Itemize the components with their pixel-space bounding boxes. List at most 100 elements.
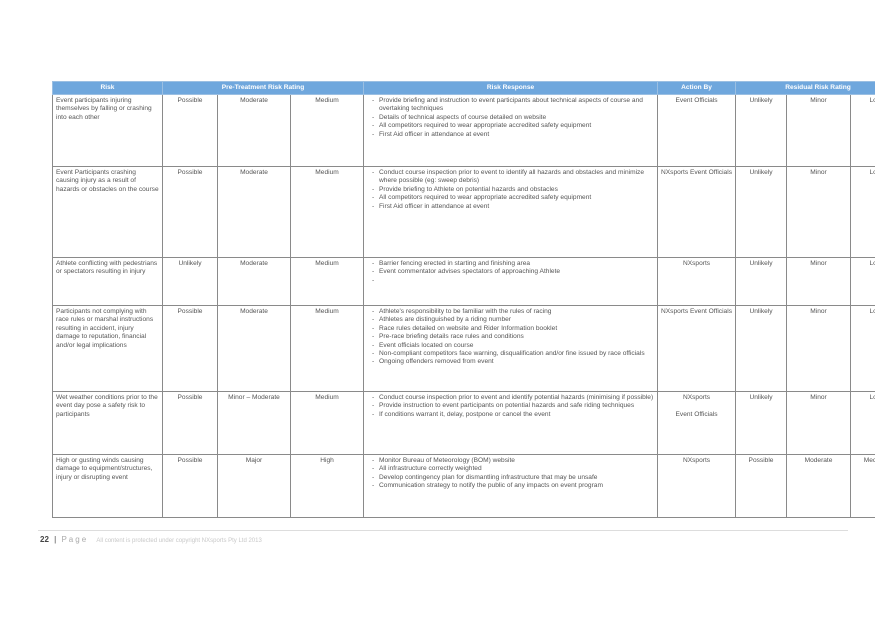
table-row: Athlete conflicting with pedestrians or … xyxy=(52,257,875,306)
risk-response: Provide briefing and instruction to even… xyxy=(363,94,659,167)
response-item: Athlete's responsibility to be familiar … xyxy=(372,308,654,317)
response-item: Event officials located on course xyxy=(372,342,654,351)
risk-description: High or gusting winds causing damage to … xyxy=(52,454,163,518)
risk-description: Athlete conflicting with pedestrians or … xyxy=(52,257,163,306)
response-item: Monitor Bureau of Meteorology (BOM) webs… xyxy=(372,457,654,466)
pre-likelihood: Possible xyxy=(162,391,218,455)
header-residual: Residual Risk Rating xyxy=(735,81,875,95)
header-action-by: Action By xyxy=(657,81,737,95)
pre-rating: Medium xyxy=(289,94,365,167)
action-by: NXsports xyxy=(657,454,737,518)
risk-description: Wet weather conditions prior to the even… xyxy=(52,391,163,455)
residual-rating: Low xyxy=(850,94,875,167)
pre-rating: Medium xyxy=(289,391,365,455)
copyright-notice: All content is protected under copyright… xyxy=(96,538,262,544)
response-list: Athlete's responsibility to be familiar … xyxy=(367,308,654,367)
pre-likelihood: Possible xyxy=(162,305,218,392)
residual-rating: Low xyxy=(850,166,875,258)
response-list: Monitor Bureau of Meteorology (BOM) webs… xyxy=(367,457,654,491)
residual-rating: Low xyxy=(850,391,875,455)
action-by: Event Officials xyxy=(657,94,737,167)
pre-rating: High xyxy=(289,454,365,518)
table-row: Participants not complying with race rul… xyxy=(52,305,875,392)
risk-description: Participants not complying with race rul… xyxy=(52,305,163,392)
pre-likelihood: Possible xyxy=(162,94,218,167)
response-item: Barrier fencing erected in starting and … xyxy=(372,260,654,269)
action-by: NXsports Event Officials xyxy=(657,166,737,258)
response-list: Barrier fencing erected in starting and … xyxy=(367,260,654,286)
response-list: Conduct course inspection prior to event… xyxy=(367,394,654,420)
residual-consequence: Minor xyxy=(786,257,852,306)
residual-likelihood: Unlikely xyxy=(735,94,788,167)
response-item xyxy=(372,277,654,286)
residual-likelihood: Possible xyxy=(735,454,788,518)
risk-description: Event participants injuring themselves b… xyxy=(52,94,163,167)
response-item: First Aid officer in attendance at event xyxy=(372,131,654,140)
footer-separator: | xyxy=(54,535,57,544)
action-by: NXsports Event Officials xyxy=(657,391,737,455)
response-item: Pre-race briefing details race rules and… xyxy=(372,333,654,342)
page-label: Page xyxy=(61,535,89,544)
response-item: Race rules detailed on website and Rider… xyxy=(372,325,654,334)
response-item: Provide instruction to event participant… xyxy=(372,402,654,411)
residual-rating: Medium xyxy=(850,454,875,518)
response-item: All infrastructure correctly weighted xyxy=(372,465,654,474)
response-item: Provide briefing and instruction to even… xyxy=(372,97,654,114)
pre-likelihood: Unlikely xyxy=(162,257,218,306)
table-row: High or gusting winds causing damage to … xyxy=(52,454,875,518)
risk-response: Barrier fencing erected in starting and … xyxy=(363,257,659,306)
response-item: Event commentator advises spectators of … xyxy=(372,268,654,277)
table-body: Event participants injuring themselves b… xyxy=(52,94,875,518)
residual-likelihood: Unlikely xyxy=(735,391,788,455)
table-row: Event participants injuring themselves b… xyxy=(52,94,875,167)
residual-likelihood: Unlikely xyxy=(735,305,788,392)
footer-divider xyxy=(38,530,848,531)
pre-rating: Medium xyxy=(289,305,365,392)
pre-consequence: Moderate xyxy=(217,94,291,167)
residual-likelihood: Unlikely xyxy=(735,257,788,306)
action-by: NXsports Event Officials xyxy=(657,305,737,392)
residual-consequence: Minor xyxy=(786,305,852,392)
residual-consequence: Minor xyxy=(786,391,852,455)
residual-consequence: Minor xyxy=(786,166,852,258)
response-list: Provide briefing and instruction to even… xyxy=(367,97,654,139)
header-pre-treatment: Pre-Treatment Risk Rating xyxy=(161,81,365,95)
pre-consequence: Minor – Moderate xyxy=(217,391,291,455)
pre-consequence: Moderate xyxy=(217,166,291,258)
page-footer: 22 | Page All content is protected under… xyxy=(40,535,262,544)
response-item: All competitors required to wear appropr… xyxy=(372,122,654,131)
response-item: All competitors required to wear appropr… xyxy=(372,194,654,203)
table-header-row: Risk Pre-Treatment Risk Rating Risk Resp… xyxy=(52,81,875,95)
pre-consequence: Moderate xyxy=(217,305,291,392)
response-item: Conduct course inspection prior to event… xyxy=(372,169,654,186)
pre-consequence: Major xyxy=(217,454,291,518)
residual-rating: Low xyxy=(850,305,875,392)
table-row: Wet weather conditions prior to the even… xyxy=(52,391,875,455)
risk-description: Event Participants crashing causing inju… xyxy=(52,166,163,258)
response-item: Develop contingency plan for dismantling… xyxy=(372,474,654,483)
risk-assessment-table: Risk Pre-Treatment Risk Rating Risk Resp… xyxy=(52,81,875,518)
response-item: Provide briefing to Athlete on potential… xyxy=(372,186,654,195)
page-number: 22 xyxy=(40,535,49,544)
residual-consequence: Moderate xyxy=(786,454,852,518)
pre-likelihood: Possible xyxy=(162,166,218,258)
response-item: Details of technical aspects of course d… xyxy=(372,114,654,123)
response-item: If conditions warrant it, delay, postpon… xyxy=(372,411,654,420)
risk-response: Conduct course inspection prior to event… xyxy=(363,166,659,258)
risk-response: Athlete's responsibility to be familiar … xyxy=(363,305,659,392)
header-risk: Risk xyxy=(52,81,163,95)
response-item: Ongoing offenders removed from event xyxy=(372,358,654,367)
risk-response: Conduct course inspection prior to event… xyxy=(363,391,659,455)
residual-rating: Low xyxy=(850,257,875,306)
response-item: Communication strategy to notify the pub… xyxy=(372,482,654,491)
action-by: NXsports xyxy=(657,257,737,306)
residual-likelihood: Unlikely xyxy=(735,166,788,258)
residual-consequence: Minor xyxy=(786,94,852,167)
table-row: Event Participants crashing causing inju… xyxy=(52,166,875,258)
response-list: Conduct course inspection prior to event… xyxy=(367,169,654,211)
response-item: First Aid officer in attendance at event xyxy=(372,203,654,212)
pre-consequence: Moderate xyxy=(217,257,291,306)
pre-likelihood: Possible xyxy=(162,454,218,518)
pre-rating: Medium xyxy=(289,166,365,258)
